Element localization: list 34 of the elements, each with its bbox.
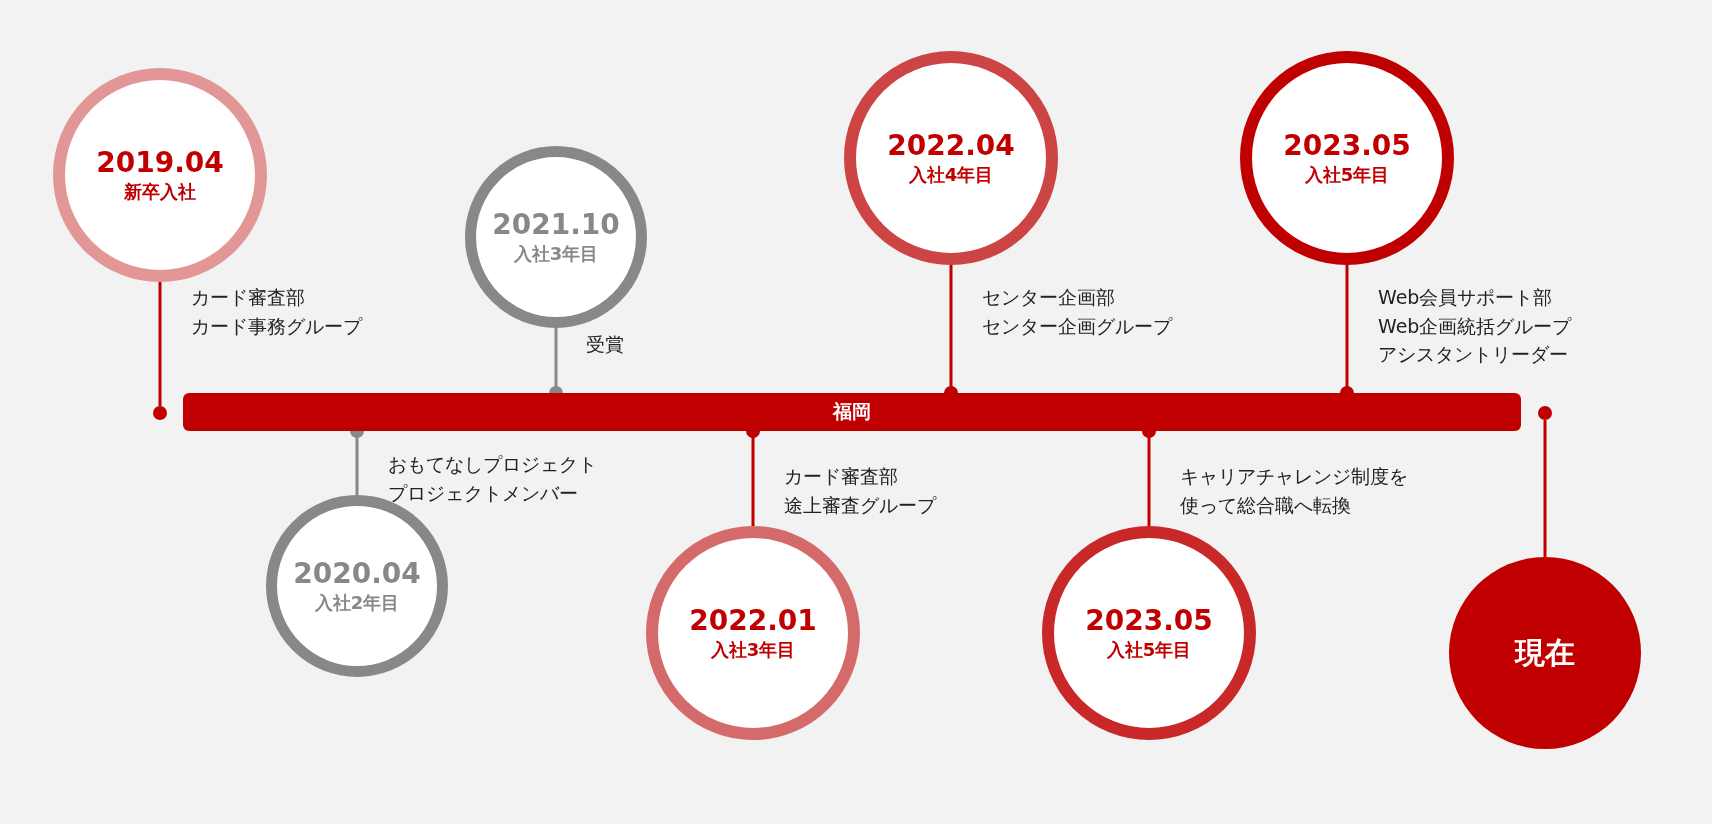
year-label: 入社3年目 [710,638,796,663]
date-label: 2021.10 [492,207,620,242]
year-label: 入社2年目 [314,591,400,616]
date-label: 2023.05 [1283,128,1411,163]
timeline-dot [1538,406,1552,420]
year-label: 入社4年目 [908,163,994,188]
date-label: 2023.05 [1085,603,1213,638]
note-text: キャリアチャレンジ制度を使って総合職へ転換 [1180,464,1408,518]
note-text: カード審査部 [784,464,899,489]
note-text: アシスタントリーダー [1378,342,1569,367]
note-text: カード事務グループ [191,313,362,339]
date-label: 2020.04 [293,556,421,591]
timeline-dot [153,406,167,420]
connector-line [1543,420,1547,557]
date-label: 2019.04 [96,145,224,180]
note-text: プロジェクトメンバー [388,480,579,506]
note-text: おもてなしプロジェクト [388,452,597,477]
note-text: センター企画部 [982,285,1116,310]
note-text: センター企画グループ [982,313,1172,339]
date-label: 2022.01 [689,603,817,638]
note-text: 受賞 [586,332,624,357]
location-label: 福岡 [833,399,871,424]
year-label: 入社3年目 [513,242,599,267]
timeline-bar [183,393,1521,431]
note-text: カード審査部 [191,285,306,310]
year-label: 新卒入社 [124,180,196,205]
note-text: Web会員サポート部 [1378,285,1554,310]
note-text: Web企画統括グループ [1378,313,1572,339]
date-label: 2022.04 [887,128,1015,163]
connector-line [158,282,162,406]
year-label: 入社5年目 [1304,163,1390,188]
year-label: 入社5年目 [1106,638,1192,663]
current-label: 現在 [1515,633,1575,672]
note-text: 途上審査グループ [784,492,936,518]
